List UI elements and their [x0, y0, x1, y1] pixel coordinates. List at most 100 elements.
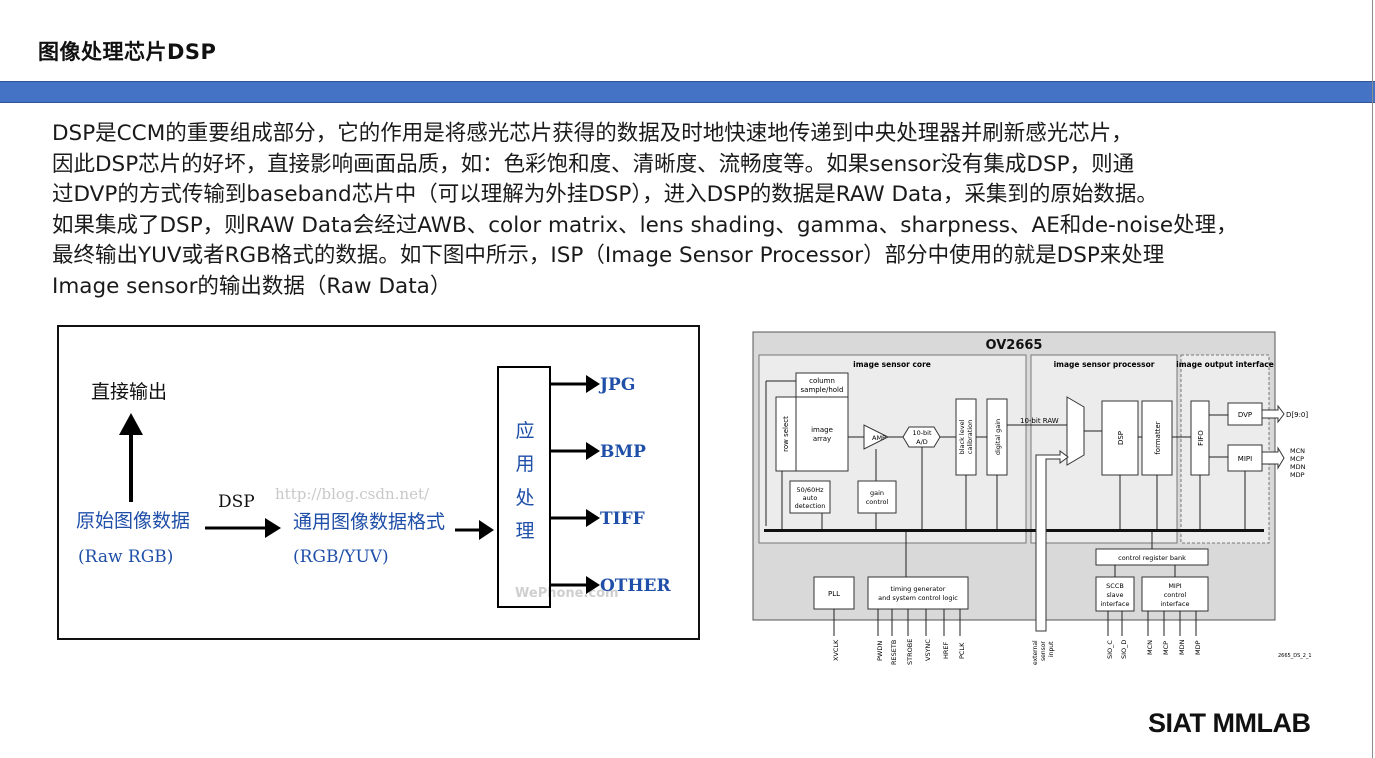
mipi-control-text: MIPI	[1168, 582, 1181, 590]
adc-text: A/D	[916, 438, 928, 446]
pin-label: XVCLK	[832, 639, 840, 661]
pin-label: input	[1048, 641, 1055, 657]
gain-control-text: control	[866, 498, 889, 506]
watermark-logo: WePhone.com	[515, 586, 619, 601]
body-line: 因此DSP芯片的好坏，直接影响画面品质，如：色彩饱和度、清晰度、流畅度等。如果s…	[52, 151, 1135, 177]
slide-title: 图像处理芯片DSP	[38, 40, 217, 64]
dsp-arrow-head	[265, 518, 281, 538]
pin-label: MCP	[1162, 641, 1170, 655]
footer-logo: SIAT MMLAB	[1148, 708, 1311, 738]
sccb-text: SCCB	[1106, 582, 1124, 590]
output-tiff: TIFF	[600, 509, 645, 529]
bmp-arrow-head	[586, 442, 600, 460]
app-char: 用	[515, 453, 534, 475]
control-bus	[764, 529, 1264, 532]
sccb-text: interface	[1101, 600, 1130, 608]
watermark-url: http://blog.csdn.net/	[275, 485, 430, 503]
mipi-control-block	[1141, 576, 1209, 612]
processor-section-label: image sensor processor	[1054, 360, 1155, 369]
dsp-block	[1101, 400, 1139, 476]
external-input-arrow	[1035, 450, 1069, 632]
detection-block	[789, 480, 831, 514]
detection-text: auto	[803, 494, 818, 502]
rgb-yuv-label: (RGB/YUV)	[293, 547, 389, 567]
figure-id: 2665_DS_2_1	[1278, 653, 1312, 659]
detection-text: 50/60Hz	[796, 486, 824, 494]
pll-text: PLL	[828, 590, 840, 598]
title-divider-bar	[0, 81, 1375, 103]
image-array-text: array	[813, 435, 831, 443]
bus-taps	[781, 447, 1246, 529]
pin-label: sensor	[1040, 641, 1047, 661]
pin-label: RESETB	[890, 640, 898, 665]
control-lines	[833, 532, 1197, 636]
body-line: 最终输出YUV或者RGB格式的数据。如下图中所示，ISP（Image Senso…	[52, 243, 1165, 268]
to-app-arrow-head	[479, 520, 494, 540]
common-format-label: 通用图像数据格式	[293, 511, 445, 533]
datapath-lines	[765, 380, 1228, 526]
output-bmp: BMP	[600, 442, 646, 462]
formatter-text: formatter	[1154, 421, 1162, 454]
formatter-block	[1141, 400, 1173, 476]
row-select-text: row select	[782, 416, 790, 452]
core-section-label: image sensor core	[853, 360, 931, 369]
fifo-text: FIFO	[1197, 430, 1205, 446]
slide-edge-rule	[1372, 0, 1373, 758]
body-line: 过DVP的方式传输到baseband芯片中（可以理解为外挂DSP），进入DSP的…	[52, 182, 1158, 207]
mipi-control-text: interface	[1161, 600, 1190, 608]
pin-label: MDN	[1178, 639, 1186, 655]
body-paragraph: DSP是CCM的重要组成部分，它的作用是将感光芯片获得的数据及时地快速地传递到中…	[52, 119, 1342, 302]
jpg-arrow-head	[586, 375, 600, 393]
column-text: sample/hold	[801, 386, 844, 394]
pin-label: PWDN	[876, 641, 884, 661]
raw-10bit-label: 10-bit RAW	[1020, 417, 1059, 425]
column-text: column	[809, 377, 835, 385]
dvp-out-arrow	[1261, 404, 1285, 424]
dsp-label: DSP	[218, 492, 255, 512]
image-array-text: image	[811, 426, 833, 434]
mux-block	[1066, 396, 1085, 466]
ov2665-block-diagram: OV2665 image sensor core image sensor pr…	[752, 331, 1318, 666]
pin-label: MDP	[1194, 640, 1202, 655]
body-line: Image sensor的输出数据（Raw Data）	[52, 273, 452, 299]
body-line: DSP是CCM的重要组成部分，它的作用是将感光芯片获得的数据及时地快速地传递到中…	[52, 121, 1133, 146]
black-level-text: calibration	[966, 420, 974, 454]
pin-label: STROBE	[906, 639, 914, 665]
pin-label: external	[1032, 640, 1039, 665]
mipi-pin-label: MDN	[1290, 463, 1306, 471]
timing-text: and system control logic	[878, 594, 958, 602]
app-char: 应	[515, 420, 534, 442]
pll-block	[813, 576, 855, 610]
timing-text: timing generator	[891, 585, 946, 593]
app-char: 处	[515, 487, 534, 509]
chip-name: OV2665	[986, 338, 1043, 353]
dsp-text: DSP	[1117, 431, 1125, 445]
digital-gain-text: digital gain	[994, 419, 1002, 455]
up-arrow-head	[119, 413, 143, 435]
timing-block	[867, 576, 969, 610]
other-arrow-head	[586, 576, 600, 594]
image-array-block	[795, 396, 849, 472]
pin-label: SIO_D	[1120, 640, 1128, 659]
body-line: 如果集成了DSP，则RAW Data会经过AWB、color matrix、le…	[52, 212, 1238, 238]
amp-text: AMP	[872, 434, 886, 442]
gain-control-block	[857, 480, 897, 514]
output-jpg: JPG	[598, 375, 635, 395]
raw-rgb-label: (Raw RGB)	[78, 547, 173, 567]
adc-text: 10-bit	[912, 429, 932, 437]
app-processing-box	[497, 366, 551, 608]
app-char: 理	[515, 520, 534, 542]
detection-text: detection	[795, 502, 826, 510]
tiff-arrow-head	[586, 509, 600, 527]
mipi-pin-label: MCN	[1290, 447, 1305, 455]
control-register-text: control register bank	[1118, 554, 1186, 562]
pin-label: HREF	[942, 641, 950, 659]
mipi-pin-label: MCP	[1290, 455, 1304, 463]
column-block	[795, 372, 849, 398]
direct-output-label: 直接输出	[91, 381, 167, 403]
mipi-pin-label: MDP	[1290, 471, 1305, 479]
pin-label: VSYNC	[924, 639, 932, 661]
mipi-text: MIPI	[1238, 455, 1252, 463]
pin-label: SIO_C	[1106, 640, 1114, 659]
mipi-out-arrow	[1261, 446, 1285, 470]
